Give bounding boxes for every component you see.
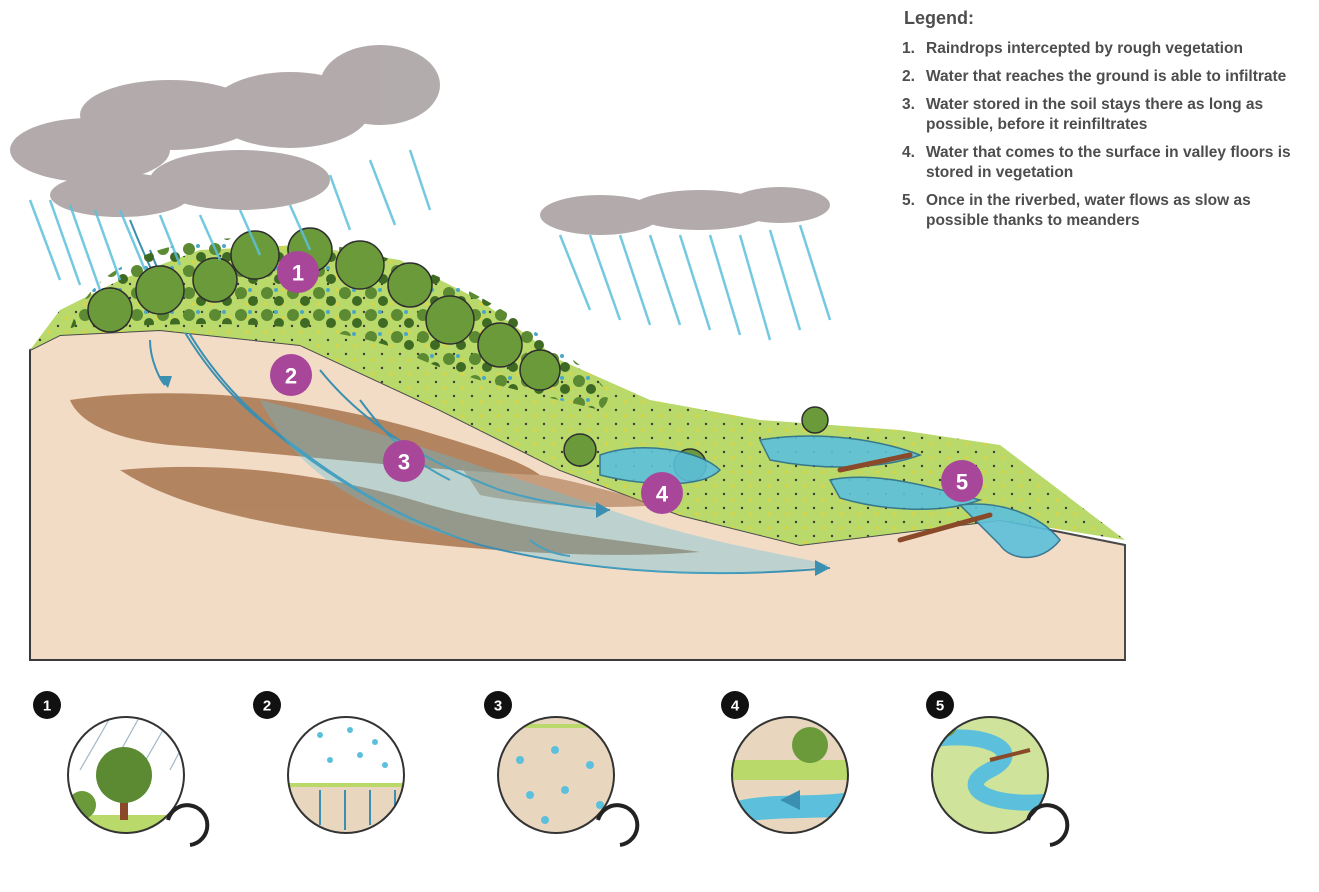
vignette-4: 4: [721, 691, 865, 840]
legend-list: 1. Raindrops intercepted by rough vegeta…: [902, 39, 1312, 231]
marker-3-label: 3: [398, 450, 410, 475]
vignette-1: 1: [33, 691, 207, 845]
badge-5-label: 5: [936, 698, 944, 715]
vignette-3: 3: [484, 691, 637, 845]
legend-title: Legend:: [904, 8, 1312, 29]
marker-1: 1: [277, 251, 319, 293]
legend-item-number: 3.: [902, 95, 926, 135]
legend-item: 5. Once in the riverbed, water flows as …: [902, 191, 1312, 231]
legend-item-text: Water that comes to the surface in valle…: [926, 143, 1312, 183]
legend-item: 4. Water that comes to the surface in va…: [902, 143, 1312, 183]
legend-item-text: Water that reaches the ground is able to…: [926, 67, 1312, 87]
marker-4-label: 4: [656, 482, 669, 507]
legend: Legend: 1. Raindrops intercepted by roug…: [902, 8, 1312, 239]
marker-1-label: 1: [292, 261, 304, 286]
badge-1-label: 1: [43, 698, 51, 715]
legend-item-number: 1.: [902, 39, 926, 59]
clock-icon: [168, 805, 207, 845]
tree-icon: [96, 747, 152, 803]
legend-item: 1. Raindrops intercepted by rough vegeta…: [902, 39, 1312, 59]
legend-item-number: 4.: [902, 143, 926, 183]
marker-2: 2: [270, 354, 312, 396]
legend-item-number: 5.: [902, 191, 926, 231]
badge-2-label: 2: [263, 698, 271, 715]
legend-item-text: Water stored in the soil stays there as …: [926, 95, 1312, 135]
marker-2-label: 2: [285, 364, 297, 389]
legend-item: 3. Water stored in the soil stays there …: [902, 95, 1312, 135]
legend-item-text: Once in the riverbed, water flows as slo…: [926, 191, 1312, 231]
badge-3-label: 3: [494, 698, 502, 715]
legend-item-text: Raindrops intercepted by rough vegetatio…: [926, 39, 1312, 59]
vignette-2: 2: [253, 691, 420, 845]
vignette-5: 5: [925, 691, 1067, 845]
legend-item: 2. Water that reaches the ground is able…: [902, 67, 1312, 87]
badge-4-label: 4: [731, 698, 740, 715]
marker-5: 5: [941, 460, 983, 502]
marker-5-label: 5: [956, 470, 968, 495]
legend-item-number: 2.: [902, 67, 926, 87]
marker-4: 4: [641, 472, 683, 514]
marker-3: 3: [383, 440, 425, 482]
